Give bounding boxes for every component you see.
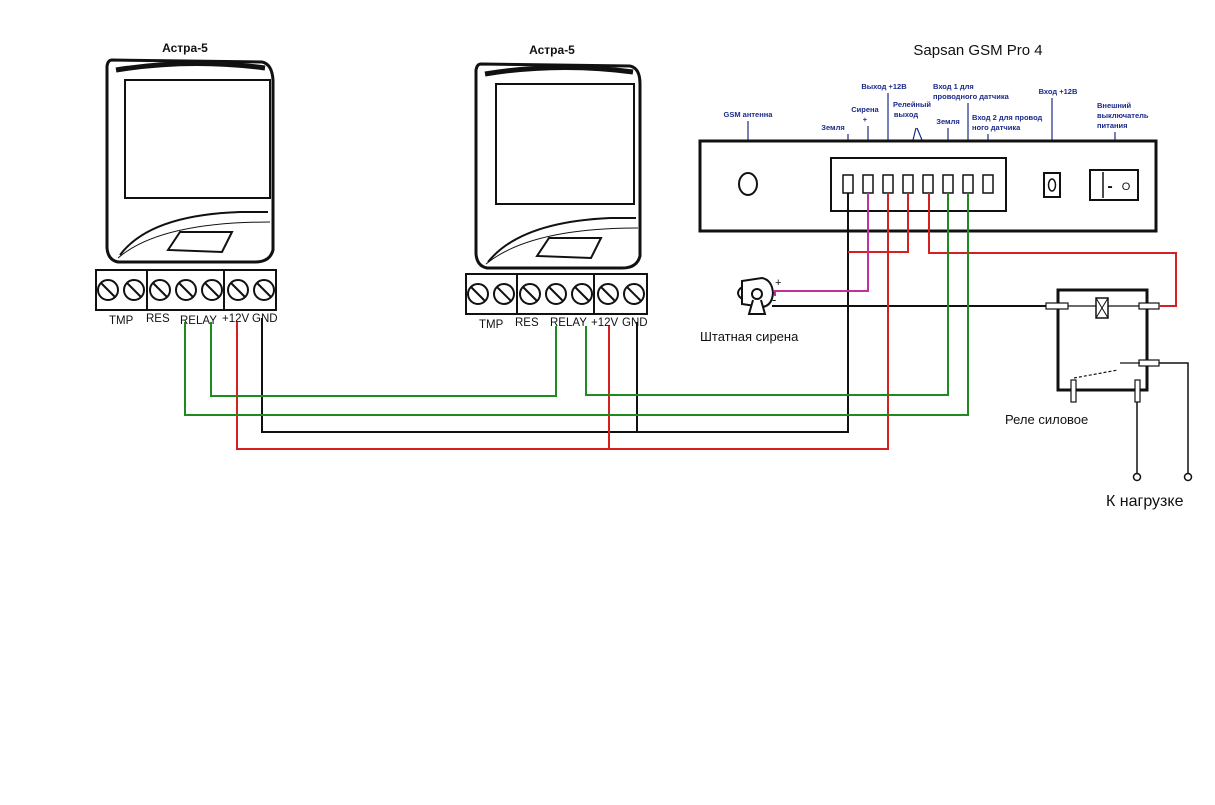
label-ground-1: Земля (821, 123, 844, 132)
sensor-1-led-window (166, 231, 234, 254)
switch-on-symbol: O (1122, 181, 1131, 193)
label-input2-2: ного датчика (972, 123, 1021, 132)
sensor-signal-wire (184, 193, 969, 416)
sensor-2-term-res: RES (515, 317, 539, 329)
sensor-2-term-relay: RELAY (550, 317, 587, 329)
sensor-1-lens (124, 79, 271, 199)
label-relay-out-1: Релейный (893, 100, 931, 109)
label-siren-1: Сирена (851, 105, 879, 114)
relay-contact (1073, 369, 1119, 379)
terminal-ground-1 (842, 174, 854, 194)
label-input2-1: Вход 2 для провод (972, 113, 1043, 122)
gsm-terminal-block (830, 157, 1007, 212)
sensor-1-term-tmp: TMP (109, 315, 134, 327)
siren-plus-label: + (775, 277, 781, 289)
sensor-1-term-12v: +12V (222, 313, 250, 325)
sensor-2-led-window (535, 237, 603, 260)
load-terminal-1 (1132, 472, 1142, 482)
label-input1-2: проводного датчика (933, 92, 1010, 101)
terminal-siren (862, 174, 874, 194)
siren: + - Штатная сирена (700, 276, 799, 344)
power-wire (236, 193, 1177, 450)
siren-minus-label: - (772, 292, 776, 307)
ground-wire (261, 193, 1046, 433)
gsm-title: Sapsan GSM Pro 4 (913, 42, 1042, 59)
load-terminal-2 (1183, 472, 1193, 482)
sensor-2-term-12v: +12V (591, 317, 619, 329)
terminal-relay-b (922, 174, 934, 194)
sensor-2-title: Астра-5 (529, 43, 575, 57)
load-terminals: К нагрузке (1106, 362, 1193, 510)
terminal-relay-a (902, 174, 914, 194)
siren-label: Штатная сирена (700, 329, 799, 344)
label-in-12v: Вход +12В (1039, 87, 1078, 96)
sensor-2-lens (495, 83, 635, 205)
load-label: К нагрузке (1106, 493, 1184, 510)
sensor-1-title: Астра-5 (162, 41, 208, 55)
antenna-connector (738, 172, 758, 196)
sensor-2: Астра-5 TMP RES RELAY +12V GND (465, 43, 648, 331)
label-switch-2: выключатель (1097, 111, 1149, 120)
relay-label: Реле силовое (1005, 412, 1088, 427)
label-switch-3: питания (1097, 121, 1128, 130)
siren-wire (774, 193, 869, 296)
sensor-2-term-tmp: TMP (479, 319, 504, 331)
terminal-ground-2 (942, 174, 954, 194)
sensor-1-term-res: RES (146, 313, 170, 325)
sensor-1-term-relay: RELAY (180, 315, 217, 327)
power-switch (1089, 169, 1139, 201)
sensor-1-term-gnd: GND (252, 313, 278, 325)
terminal-input-2 (982, 174, 994, 194)
label-input1-1: Вход 1 для (933, 82, 974, 91)
label-switch-1: Внешний (1097, 101, 1132, 110)
label-gsm-antenna: GSM антенна (724, 110, 774, 119)
label-ground-2: Земля (936, 117, 959, 126)
sensor-2-term-gnd: GND (622, 317, 648, 329)
switch-off-symbol: - (1107, 178, 1112, 195)
power-relay: Реле силовое (1005, 288, 1160, 427)
gsm-module: Sapsan GSM Pro 4 GSM антенна Земля Сирен… (698, 42, 1158, 233)
terminal-out-12v (882, 174, 894, 194)
sensor-1: Астра-5 TMP RES RELAY +12V GND (95, 41, 278, 327)
label-relay-out-2: выход (894, 110, 918, 119)
label-out-12v: Выход +12В (861, 82, 907, 91)
label-siren-2: + (863, 115, 868, 124)
terminal-input-1 (962, 174, 974, 194)
